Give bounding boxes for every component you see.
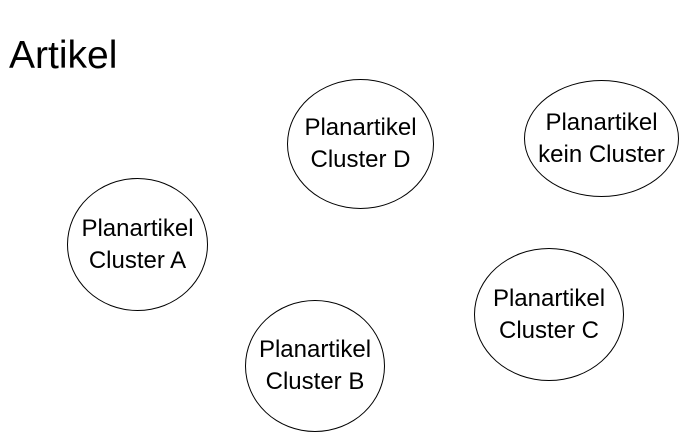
node-cluster-a: Planartikel Cluster A	[67, 178, 208, 311]
node-label-line2: Cluster B	[265, 368, 365, 395]
node-label-line1: Planartikel	[492, 284, 606, 312]
node-label-line1: Planartikel	[258, 336, 372, 363]
node-label-line2: Cluster C	[498, 316, 600, 344]
node-label-line1: Planartikel	[545, 108, 658, 136]
node-label-line2: Cluster D	[310, 146, 411, 173]
diagram-title: Artikel	[9, 34, 118, 77]
node-label-line2: Cluster A	[88, 246, 187, 274]
node-kein-cluster: Planartikel kein Cluster	[524, 80, 679, 197]
node-cluster-d: Planartikel Cluster D	[287, 79, 434, 209]
node-label-line1: Planartikel	[304, 114, 417, 141]
node-label-line1: Planartikel	[81, 214, 194, 242]
node-label-line2: kein Cluster	[538, 140, 665, 168]
node-cluster-b: Planartikel Cluster B	[245, 300, 385, 432]
node-cluster-c: Planartikel Cluster C	[474, 248, 624, 381]
